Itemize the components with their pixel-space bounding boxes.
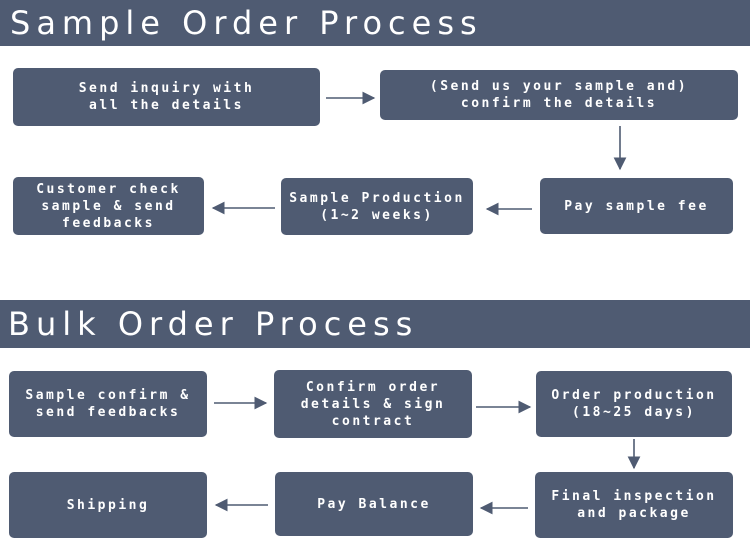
bulk-step-sample-confirm: Sample confirm & send feedbacks	[9, 371, 207, 437]
bulk-step-pay-balance: Pay Balance	[275, 472, 473, 536]
sample-step-production: Sample Production (1~2 weeks)	[281, 178, 473, 235]
bulk-step-shipping: Shipping	[9, 472, 207, 538]
sample-order-title: Sample Order Process	[10, 4, 483, 42]
sample-step-confirm-details: (Send us your sample and) confirm the de…	[380, 70, 738, 120]
bulk-order-banner: Bulk Order Process	[0, 300, 750, 348]
sample-step-customer-check: Customer check sample & send feedbacks	[13, 177, 204, 235]
sample-step-pay-fee: Pay sample fee	[540, 178, 733, 234]
sample-order-banner: Sample Order Process	[0, 0, 750, 46]
bulk-step-order-production: Order production (18~25 days)	[536, 371, 732, 437]
bulk-step-final-inspection: Final inspection and package	[535, 472, 733, 538]
sample-step-send-inquiry: Send inquiry with all the details	[13, 68, 320, 126]
bulk-step-confirm-order: Confirm order details & sign contract	[274, 370, 472, 438]
bulk-order-title: Bulk Order Process	[8, 305, 419, 343]
